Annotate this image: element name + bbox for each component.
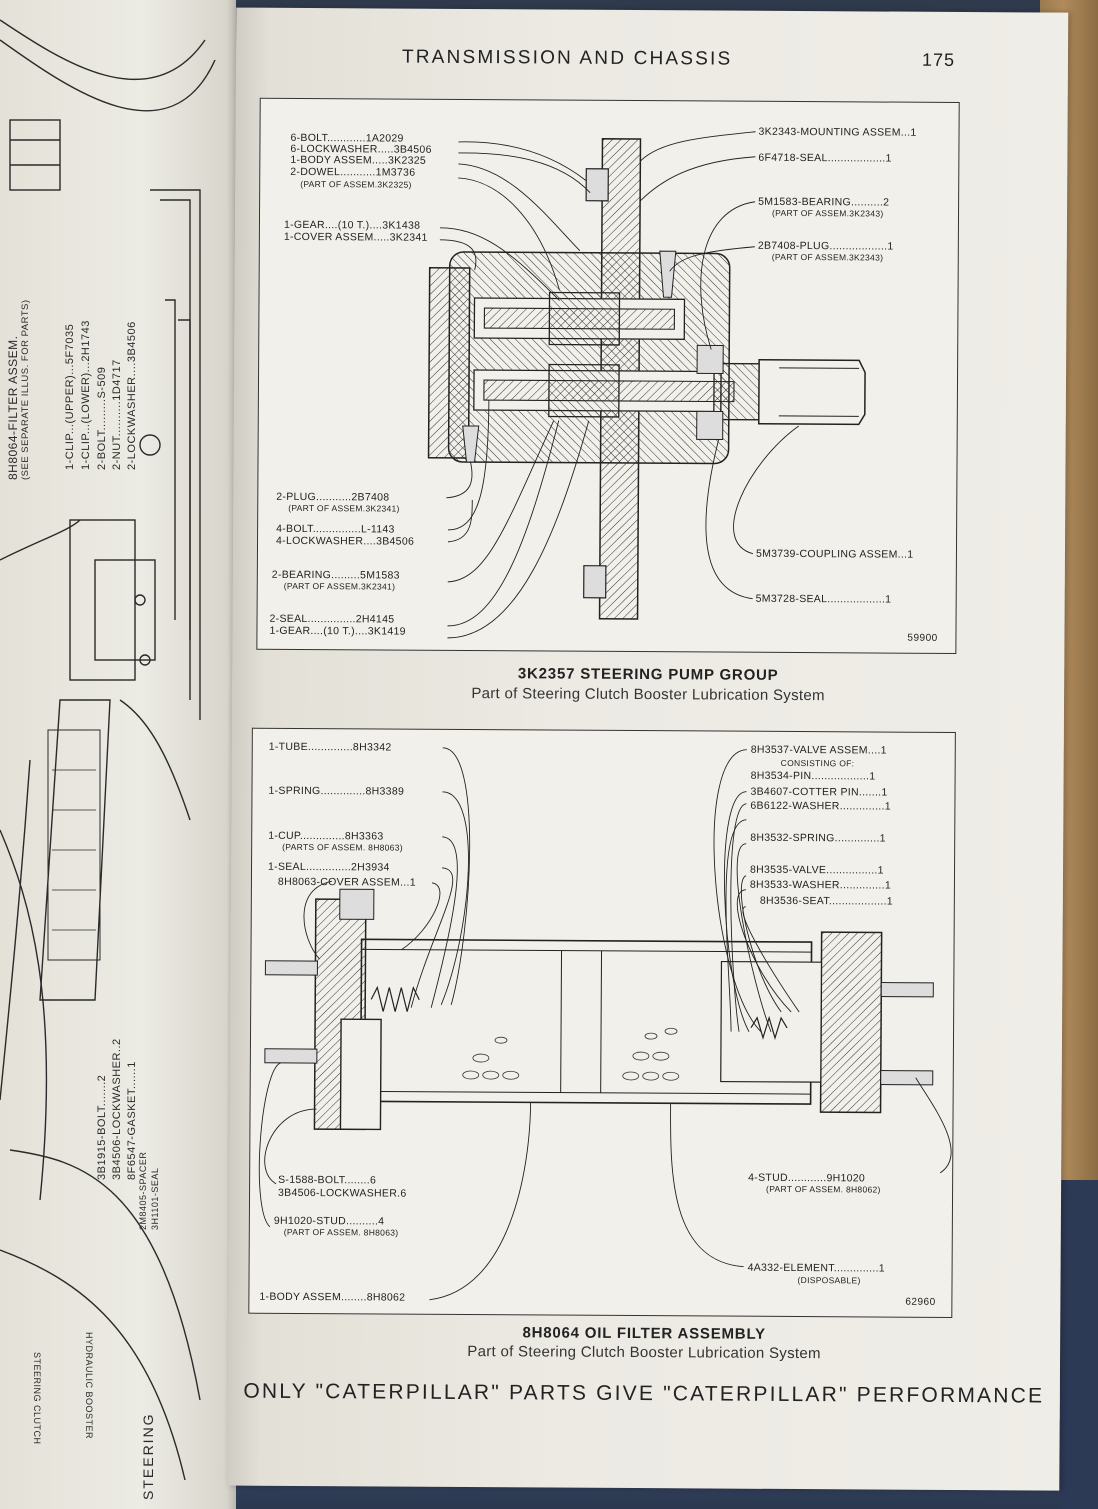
- left-label-steering-clutch: STEERING CLUTCH: [32, 1352, 42, 1445]
- pump-caption-subtitle: Part of Steering Clutch Booster Lubricat…: [471, 685, 825, 705]
- filter-label-body-assem: 1-BODY ASSEM........8H8062: [259, 1290, 406, 1304]
- left-page-diagram: [0, 19, 216, 1481]
- pump-label-plug-note: (PART OF ASSEM.3K2341): [288, 502, 400, 514]
- pump-label-seal-5m3728: 5M3728-SEAL..................1: [755, 592, 892, 606]
- pump-label-gear-3k1419: 1-GEAR....(10 T.)....3K1419: [269, 624, 406, 638]
- filter-figure-number: 62960: [905, 1296, 936, 1308]
- filter-label-stud-9h1020-right: 4-STUD............9H1020: [748, 1171, 866, 1185]
- filter-label-spring-8h3389: 1-SPRING..............8H3389: [268, 784, 405, 798]
- filter-label-cover-assem: 8H8063-COVER ASSEM...1: [277, 875, 416, 889]
- pump-label-dowel-note: (PART OF ASSEM.3K2325): [300, 178, 412, 190]
- pump-label-plug-2b7408: 2B7408-PLUG..................1: [757, 239, 894, 253]
- filter-label-washer-6b6122: 6B6122-WASHER..............1: [750, 799, 891, 813]
- pump-label-body-assem: 1-BODY ASSEM.....3K2325: [290, 153, 427, 167]
- left-page: 8H8064-FILTER ASSEM. (SEE SEPARATE ILLUS…: [0, 0, 236, 1509]
- filter-label-lockwasher-3b4506: 3B4506-LOCKWASHER.6: [278, 1186, 407, 1200]
- filter-label-seal-2h3934: 1-SEAL..............2H3934: [267, 860, 390, 874]
- pump-label-cover-assem: 1-COVER ASSEM.....3K2341: [283, 230, 428, 244]
- filter-label-stud-right-note: (PART OF ASSEM. 8H8062): [766, 1183, 881, 1195]
- filter-label-element: 4A332-ELEMENT..............1: [747, 1261, 886, 1275]
- filter-label-spring-8h3532: 8H3532-SPRING..............1: [750, 831, 886, 845]
- left-label-8f6547-gasket: 8F6547-GASKET......1: [126, 1061, 138, 1180]
- pump-label-bearing: 2-BEARING.........5M1583: [271, 568, 400, 582]
- pump-label-bolt-l1143: 4-BOLT...............L-1143: [276, 522, 395, 536]
- left-label-hydraulic-booster: HYDRAULIC BOOSTER: [84, 1332, 94, 1440]
- pump-label-bearing-5m1583: 5M1583-BEARING..........2: [758, 195, 890, 209]
- filter-label-cup-note: (PARTS OF ASSEM. 8H8063): [282, 841, 403, 853]
- pump-label-gear-3k1438: 1-GEAR....(10 T.)....3K1438: [283, 218, 421, 232]
- footer-slogan: ONLY "CATERPILLAR" PARTS GIVE "CATERPILL…: [243, 1379, 1045, 1408]
- pump-label-lockwasher-4: 4-LOCKWASHER....3B4506: [275, 534, 415, 548]
- filter-label-disposable: (DISPOSABLE): [797, 1275, 861, 1286]
- left-label-steering: STEERING: [140, 1412, 156, 1500]
- left-label-3b4506-lockwasher: 3B4506-LOCKWASHER..2: [111, 1038, 123, 1180]
- filter-label-valve-assem: 8H3537-VALVE ASSEM....1: [750, 743, 887, 757]
- left-label-2m8405-spacer: 2M8405-SPACER: [138, 1151, 148, 1230]
- left-label-clip-upper: 1-CLIP...(UPPER)...5F7035: [64, 323, 76, 470]
- left-label-3h1101-seal: 3H1101-SEAL: [150, 1167, 160, 1230]
- filter-label-consisting-of: CONSISTING OF:: [780, 757, 855, 769]
- oil-filter-figure: 1-TUBE..............8H3342 1-SPRING.....…: [248, 727, 956, 1318]
- filter-label-bolt-s1588: S-1588-BOLT........6: [278, 1173, 377, 1187]
- pump-caption-title: 3K2357 STEERING PUMP GROUP: [517, 665, 779, 684]
- filter-label-washer-8h3533: 8H3533-WASHER..............1: [749, 878, 892, 892]
- background-fabric-right: [1060, 1180, 1098, 1509]
- left-label-lockwasher: 2-LOCKWASHER....3B4506: [126, 321, 138, 470]
- left-label-bolt: 2-BOLT.........S-509: [96, 366, 108, 470]
- filter-label-cotter-pin: 3B4607-COTTER PIN.......1: [750, 785, 888, 799]
- pump-label-bearing-5m1583-note: (PART OF ASSEM.3K2343): [772, 207, 884, 219]
- pump-label-seal-6f4718: 6F4718-SEAL..................1: [758, 151, 892, 165]
- oil-filter-drawing: [258, 747, 952, 1301]
- filter-label-tube: 1-TUBE..............8H3342: [268, 740, 392, 754]
- filter-label-stud-9h1020-left: 9H1020-STUD..........4: [273, 1214, 385, 1228]
- pump-label-plug: 2-PLUG...........2B7408: [276, 490, 390, 504]
- left-label-nut: 2-NUT..........1D4717: [111, 359, 123, 470]
- steering-pump-figure: 6-BOLT............1A2029 6-LOCKWASHER...…: [256, 97, 960, 654]
- filter-label-valve-8h3535: 8H3535-VALVE................1: [749, 863, 884, 877]
- filter-label-cup: 1-CUP..............8H3363: [268, 829, 384, 843]
- pump-figure-number: 59900: [907, 632, 938, 644]
- left-label-see-separate: (SEE SEPARATE ILLUS. FOR PARTS): [20, 299, 31, 480]
- steering-pump-drawing: [427, 131, 866, 639]
- pump-label-dowel: 2-DOWEL...........1M3736: [290, 165, 416, 179]
- filter-label-seat: 8H3536-SEAT..................1: [759, 894, 893, 908]
- left-label-filter-assem: 8H8064-FILTER ASSEM.: [6, 335, 20, 481]
- filter-label-pin: 8H3534-PIN..................1: [750, 769, 876, 783]
- filter-label-stud-left-note: (PART OF ASSEM. 8H8063): [283, 1226, 399, 1238]
- filter-caption-subtitle: Part of Steering Clutch Booster Lubricat…: [467, 1343, 821, 1363]
- page-number: 175: [921, 49, 956, 70]
- left-label-clip-lower: 1-CLIP...(LOWER)...2H1743: [80, 320, 92, 470]
- pump-label-plug-2b7408-note: (PART OF ASSEM.3K2343): [771, 251, 884, 263]
- section-title: TRANSMISSION AND CHASSIS: [401, 46, 733, 70]
- pump-label-coupling-assem: 5M3739-COUPLING ASSEM...1: [755, 547, 914, 561]
- pump-label-bearing-note: (PART OF ASSEM.3K2341): [283, 580, 396, 592]
- pump-label-seal-2h4145: 2-SEAL...............2H4145: [269, 612, 395, 626]
- page-header: TRANSMISSION AND CHASSIS 175: [236, 42, 1068, 77]
- left-label-3b1915-bolt: 3B1915-BOLT.......2: [96, 1074, 108, 1180]
- pump-label-mounting-assem: 3K2343-MOUNTING ASSEM...1: [758, 125, 917, 139]
- catalog-page: TRANSMISSION AND CHASSIS 175: [227, 7, 1069, 1491]
